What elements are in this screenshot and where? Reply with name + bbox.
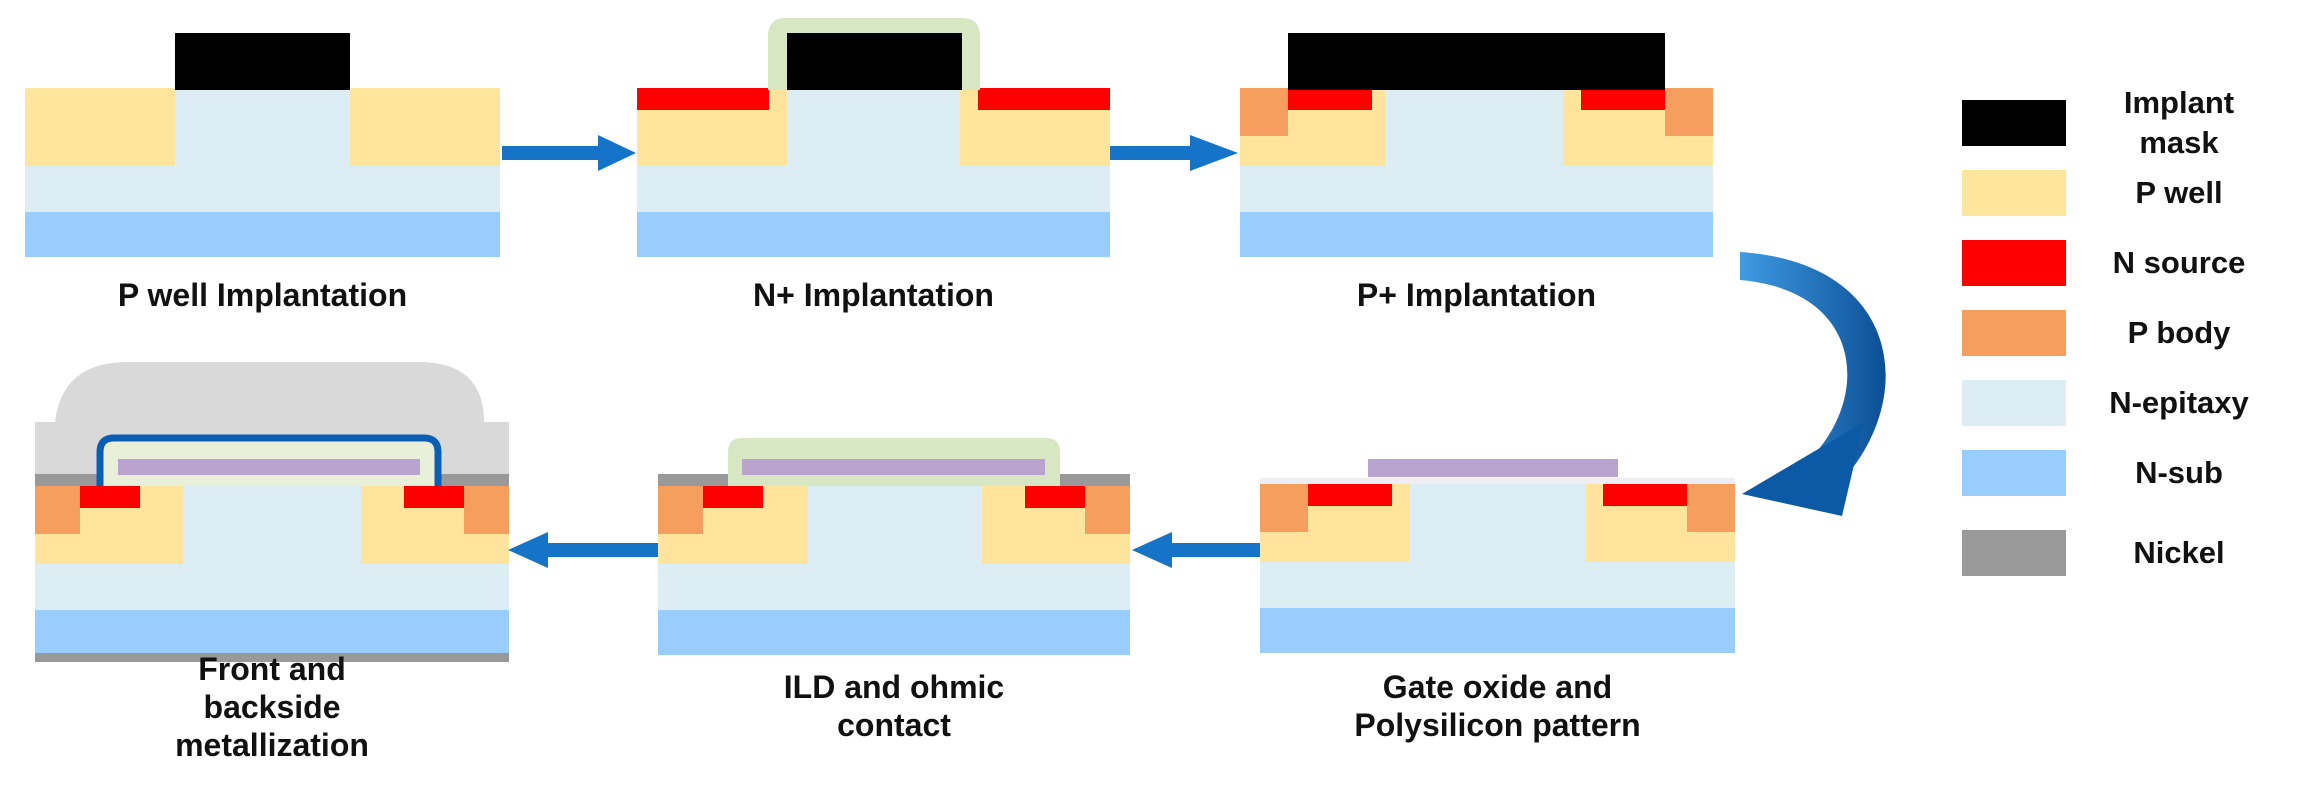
n-source-left <box>1288 88 1372 110</box>
curved-arrow-step3-to-step4 <box>1740 252 1886 516</box>
step-label-n-plus-implantation: N+ Implantation <box>753 277 994 313</box>
arrow-step1-to-step2 <box>502 135 636 171</box>
n-sub-layer <box>637 212 1110 257</box>
legend-item-p-well: P well <box>1962 170 2292 216</box>
legend-label: Nickel <box>2133 535 2225 570</box>
arrow-step4-to-step5 <box>1132 532 1266 568</box>
legend-swatch <box>1962 100 2066 146</box>
step-label-front-backside-metallization: Front and backside metallization <box>175 651 369 763</box>
step-label-p-plus-implantation: P+ Implantation <box>1356 277 1597 313</box>
p-body-right <box>1085 486 1130 534</box>
legend-swatch <box>1962 450 2066 496</box>
p-body-left <box>658 486 703 534</box>
step-2-cross-section <box>637 18 1110 257</box>
legend-item-p-body: P body <box>1962 310 2292 356</box>
legend-swatch <box>1962 240 2066 286</box>
ohmic-nickel-right <box>1058 474 1130 486</box>
legend-label: N-epitaxy <box>2109 385 2249 420</box>
polysilicon-gate <box>1368 459 1618 477</box>
step-label-gate-oxide-polysilicon: Gate oxide and Polysilicon pattern <box>1354 669 1641 743</box>
polysilicon-gate <box>118 459 420 475</box>
step-1-cross-section <box>25 33 500 257</box>
legend-item-nickel: Nickel <box>1962 530 2292 576</box>
arrow-step2-to-step3 <box>1110 135 1238 171</box>
gate-oxide <box>1260 478 1735 484</box>
step-label-p-well-implantation: P well Implantation <box>117 277 408 313</box>
step-4-cross-section <box>1260 459 1735 653</box>
step-6-cross-section <box>35 362 509 662</box>
ohmic-nickel-left <box>658 474 730 486</box>
legend-item-n-epitaxy: N-epitaxy <box>1962 380 2292 426</box>
n-source-right <box>1603 484 1687 506</box>
p-body-left <box>1260 484 1308 532</box>
legend-label: N source <box>2112 245 2246 280</box>
p-body-right <box>1687 484 1735 532</box>
step-label-ild-ohmic-contact: ILD and ohmic contact <box>783 669 1005 743</box>
backside-nickel <box>35 653 509 662</box>
front-nickel-right <box>420 474 509 486</box>
step-3-cross-section <box>1240 33 1713 257</box>
n-sub-layer <box>25 212 500 257</box>
legend-swatch <box>1962 310 2066 356</box>
legend-label: N-sub <box>2135 455 2223 490</box>
p-well-left <box>25 88 175 166</box>
n-source-left <box>1308 484 1392 506</box>
n-source-left <box>703 486 763 508</box>
legend-swatch <box>1962 170 2066 216</box>
arrow-step5-to-step6 <box>508 532 658 568</box>
p-body-left <box>1240 88 1288 136</box>
n-sub-layer <box>35 610 509 653</box>
legend-item-implant-mask: Implant mask <box>1962 85 2292 160</box>
n-source-right <box>978 88 1110 110</box>
step-5-cross-section <box>658 438 1130 655</box>
legend-swatch <box>1962 380 2066 426</box>
polysilicon-gate <box>742 459 1045 475</box>
n-source-right <box>404 486 464 508</box>
p-body-right <box>464 486 509 534</box>
legend-label: P body <box>2127 315 2231 350</box>
legend-swatch <box>1962 530 2066 576</box>
legend-item-n-sub: N-sub <box>1962 450 2292 496</box>
legend-item-n-source: N source <box>1962 240 2292 286</box>
n-source-right <box>1025 486 1085 508</box>
implant-mask <box>1288 33 1665 90</box>
n-sub-layer <box>1260 608 1735 653</box>
n-source-right <box>1581 88 1665 110</box>
n-source-left <box>637 88 769 110</box>
legend-label: Implant mask <box>2123 85 2235 160</box>
p-body-right <box>1665 88 1713 136</box>
implant-mask <box>175 33 350 90</box>
p-well-right <box>350 88 500 166</box>
legend-label: P well <box>2135 175 2223 210</box>
n-sub-layer <box>1240 212 1713 257</box>
p-body-left <box>35 486 80 534</box>
n-sub-layer <box>658 610 1130 655</box>
implant-mask <box>787 33 962 90</box>
n-source-left <box>80 486 140 508</box>
